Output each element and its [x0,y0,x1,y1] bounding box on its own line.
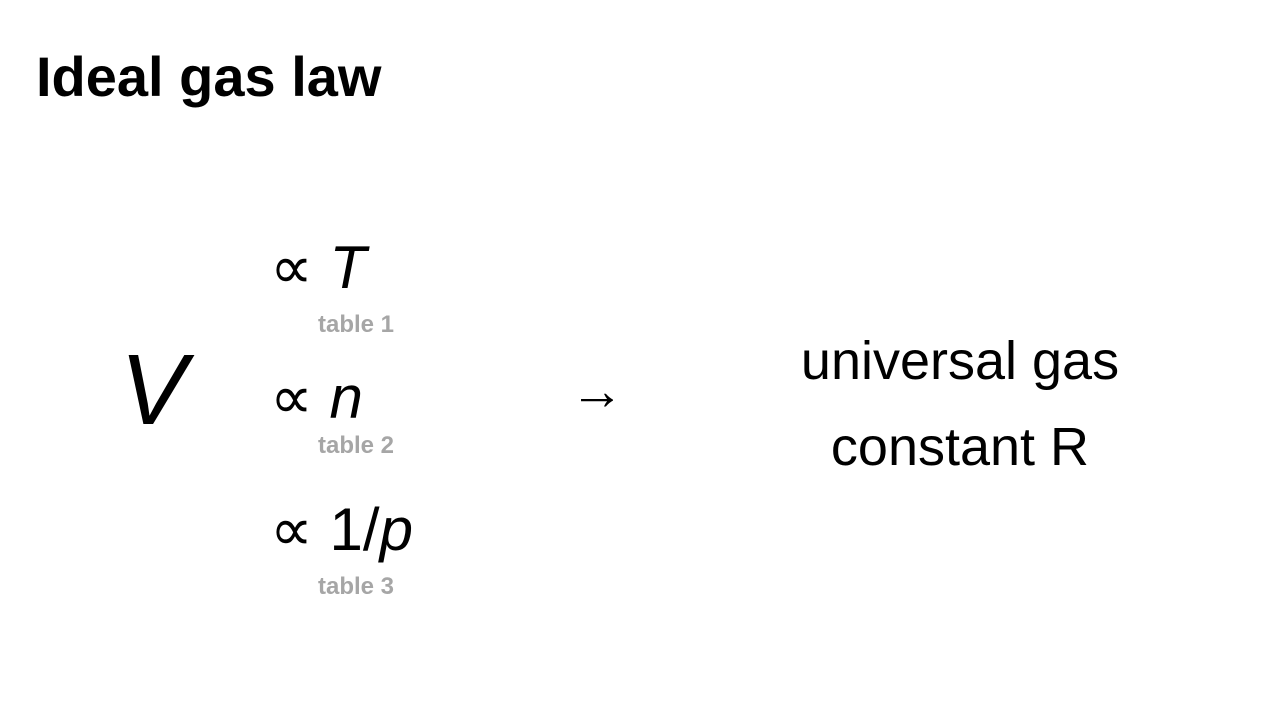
volume-variable: V [120,334,187,446]
relation-amount: ∝ n [270,368,363,428]
relation-source-label: table 1 [318,311,395,338]
result-text: universal gas constant R [740,318,1180,491]
result-line-2: constant R [830,417,1090,478]
result-line-1: universal gas [800,331,1120,391]
relation-variable: n [329,364,363,431]
relation-variable: T [329,234,367,301]
relation-source-label: table 2 [318,432,395,459]
proportional-symbol: ∝ [270,234,313,301]
relation-pressure: ∝ 1/p [270,500,413,560]
arrow-icon: → [570,361,624,421]
relation-source-label: table 3 [318,573,395,600]
relation-prefix: 1/ [329,496,380,563]
slide-title: Ideal gas law [36,45,382,108]
relation-variable: p [379,496,413,563]
proportional-symbol: ∝ [270,496,313,563]
relation-temperature: ∝ T [270,238,366,298]
proportional-symbol: ∝ [270,364,313,431]
